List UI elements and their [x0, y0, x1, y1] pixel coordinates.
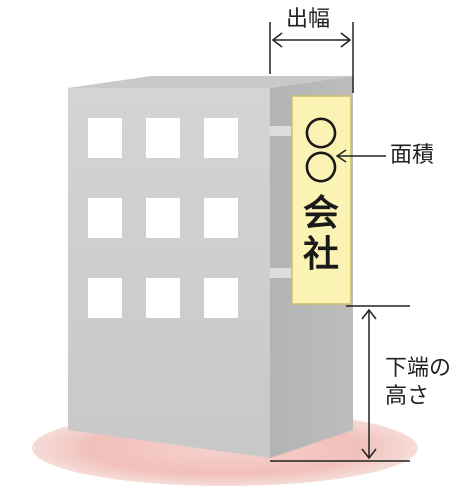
building-top	[68, 76, 353, 88]
bottom-height-label-line1: 下端の	[385, 356, 452, 381]
area-label: 面積	[390, 143, 435, 168]
window	[146, 198, 180, 238]
bottom-height-dimension	[270, 305, 410, 462]
window	[88, 198, 122, 238]
projection-arrow-left	[271, 32, 283, 48]
window	[204, 198, 238, 238]
projection-arrow-right	[340, 32, 352, 48]
window	[88, 118, 122, 158]
bottom-height-label-line2: 高さ	[385, 384, 430, 409]
window	[204, 278, 238, 318]
sign-circle-1: 〇	[304, 115, 338, 155]
sign-bracket-lower	[270, 268, 294, 278]
sign-board	[291, 95, 352, 305]
window	[88, 278, 122, 318]
area-arrow-head	[335, 149, 347, 163]
height-arrow-bottom	[361, 448, 377, 460]
projection-dimension	[269, 22, 354, 93]
window	[146, 118, 180, 158]
window	[146, 278, 180, 318]
window	[204, 118, 238, 158]
building-front	[68, 88, 270, 458]
windows	[88, 118, 238, 318]
height-arrow-top	[361, 308, 377, 320]
projection-label: 出幅	[286, 7, 331, 32]
sign-char-2: 社	[302, 234, 339, 275]
sign-bracket-upper	[270, 126, 294, 136]
area-leader	[335, 149, 386, 163]
sign-char-1: 会	[302, 193, 339, 234]
sign-circle-2: 〇	[304, 149, 338, 189]
